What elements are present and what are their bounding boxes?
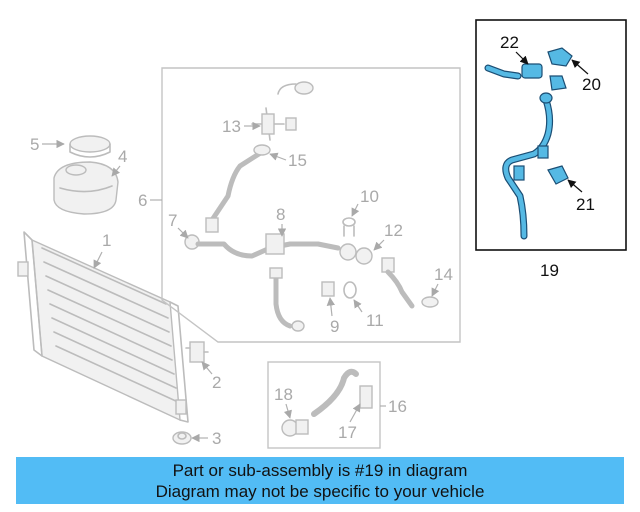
group-19-frame xyxy=(475,19,627,251)
callout-15: 15 xyxy=(288,151,307,170)
callout-6: 6 xyxy=(138,191,147,210)
group-6-hoses xyxy=(184,81,439,332)
callout-19: 19 xyxy=(540,261,559,280)
group-6-frame xyxy=(161,67,461,343)
bracket-and-grommet xyxy=(172,341,209,445)
callout-22: 22 xyxy=(500,33,519,52)
callouts: 1 2 3 4 5 6 7 8 9 10 11 12 13 14 15 16 1 xyxy=(30,33,601,448)
callout-5: 5 xyxy=(30,135,39,154)
callout-20: 20 xyxy=(582,75,601,94)
callout-21: 21 xyxy=(576,195,595,214)
hose-19-highlighted xyxy=(484,47,573,240)
callout-10: 10 xyxy=(360,187,379,206)
callout-9: 9 xyxy=(330,317,339,336)
banner-line-1: Part or sub-assembly is #19 in diagram xyxy=(172,461,468,480)
callout-1: 1 xyxy=(102,231,111,250)
callout-18: 18 xyxy=(274,385,293,404)
reservoir-drawing xyxy=(53,135,119,215)
info-banner: Part or sub-assembly is #19 in diagram D… xyxy=(16,457,624,504)
group-16-parts xyxy=(281,368,373,437)
banner-line-2: Diagram may not be specific to your vehi… xyxy=(155,482,485,501)
callout-17: 17 xyxy=(338,423,357,442)
callout-11: 11 xyxy=(366,311,384,330)
callout-12: 12 xyxy=(384,221,403,240)
callout-7: 7 xyxy=(168,211,177,230)
callout-14: 14 xyxy=(434,265,453,284)
callout-16: 16 xyxy=(388,397,407,416)
callout-4: 4 xyxy=(118,147,127,166)
radiator-drawing xyxy=(17,231,189,423)
callout-8: 8 xyxy=(276,205,285,224)
callout-2: 2 xyxy=(212,373,221,392)
callout-13: 13 xyxy=(222,117,241,136)
group-16-frame xyxy=(267,361,381,449)
callout-3: 3 xyxy=(212,429,221,448)
